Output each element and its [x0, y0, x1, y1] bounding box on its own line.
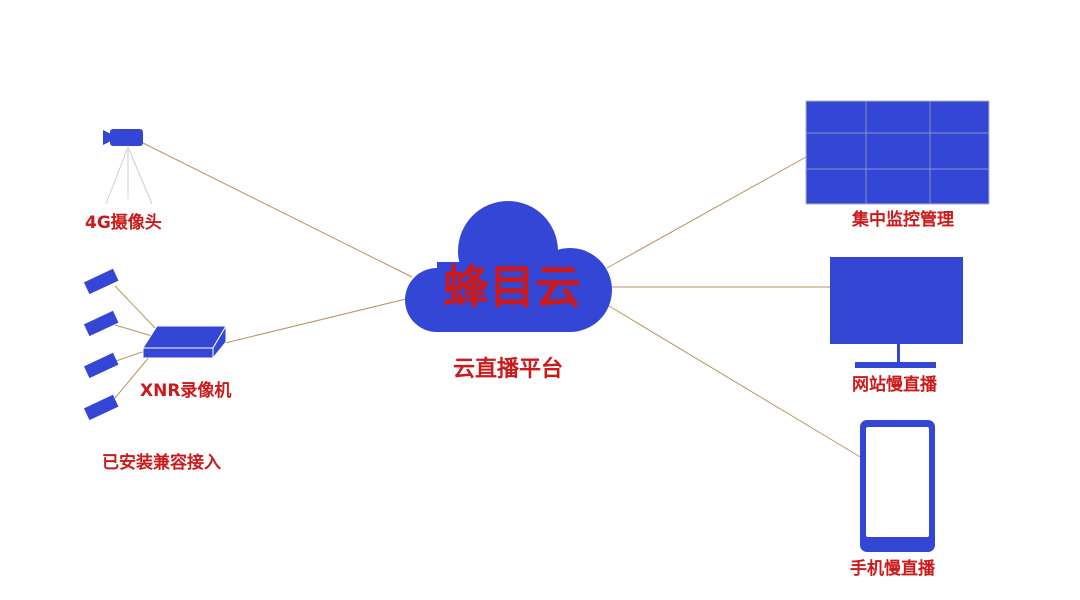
- recorder-icon: [142, 324, 227, 360]
- monitor-icon: [830, 257, 963, 368]
- camera-icon: [83, 310, 119, 337]
- tripod-icon: [105, 146, 153, 205]
- link-camera-1-to-recorder: [114, 285, 158, 331]
- camera-icon: [83, 394, 119, 421]
- video-wall-icon: [805, 100, 990, 205]
- label-monitor: 网站慢直播: [852, 374, 938, 395]
- cloud-icon: [405, 201, 612, 332]
- label-4g-camera: 4G摄像头: [85, 212, 162, 233]
- camera-icon: [83, 352, 119, 379]
- installed-cameras: [83, 268, 119, 421]
- label-recorder: XNR录像机: [140, 380, 231, 401]
- label-compatible-access: 已安装兼容接入: [102, 452, 221, 473]
- phone-icon: [860, 420, 935, 552]
- link-cloud-to-phone: [603, 302, 863, 459]
- camera-icon: [103, 129, 143, 146]
- camera-icon: [83, 268, 119, 295]
- link-camera-2-to-recorder: [114, 324, 153, 337]
- connection-lines: [114, 142, 863, 459]
- cloud-title: 蜂目云: [443, 260, 581, 314]
- link-4g-camera-to-cloud: [142, 142, 413, 278]
- 4g-camera: 4G摄像头: [85, 129, 162, 233]
- link-camera-4-to-recorder: [114, 355, 151, 399]
- label-video-wall: 集中监控管理: [851, 209, 954, 230]
- cloud-caption: 云直播平台: [453, 356, 563, 382]
- link-recorder-to-cloud: [224, 297, 411, 344]
- link-cloud-to-video-wall: [606, 156, 807, 269]
- label-phone: 手机慢直播: [850, 558, 936, 579]
